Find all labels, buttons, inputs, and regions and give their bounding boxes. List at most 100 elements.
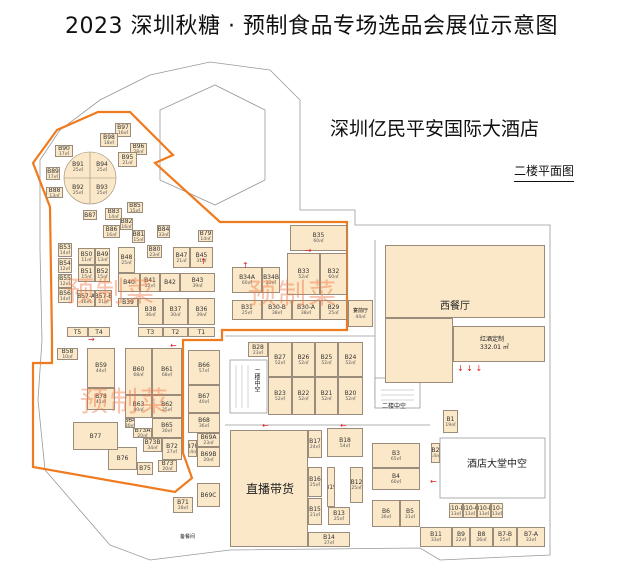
- booth-b64[interactable]: B6430㎡: [125, 418, 135, 428]
- booth-b40[interactable]: B40: [118, 273, 140, 292]
- booth-t4[interactable]: T4: [88, 327, 110, 337]
- booth-b76[interactable]: B76: [108, 447, 137, 470]
- booth-b10-a[interactable]: B10-A13㎡: [491, 503, 503, 518]
- booth-b2[interactable]: B214㎡: [431, 443, 440, 463]
- booth-t1[interactable]: T1: [188, 327, 215, 337]
- booth-t3[interactable]: T3: [138, 327, 163, 337]
- booth-t2[interactable]: T2: [163, 327, 188, 337]
- booth-b10-c[interactable]: B10-C13㎡: [463, 503, 477, 518]
- booth-b10-b[interactable]: B10-B13㎡: [477, 503, 491, 518]
- booth-b39[interactable]: B39: [118, 298, 138, 307]
- booth-b70[interactable]: B7014㎡: [188, 440, 197, 457]
- booth-b19[interactable]: B19: [327, 467, 335, 507]
- booth-b87[interactable]: B87: [83, 210, 97, 220]
- booth-b75[interactable]: B75: [137, 462, 153, 475]
- booth-b69c[interactable]: B69C: [197, 483, 220, 507]
- booth-b42[interactable]: B42: [160, 273, 180, 292]
